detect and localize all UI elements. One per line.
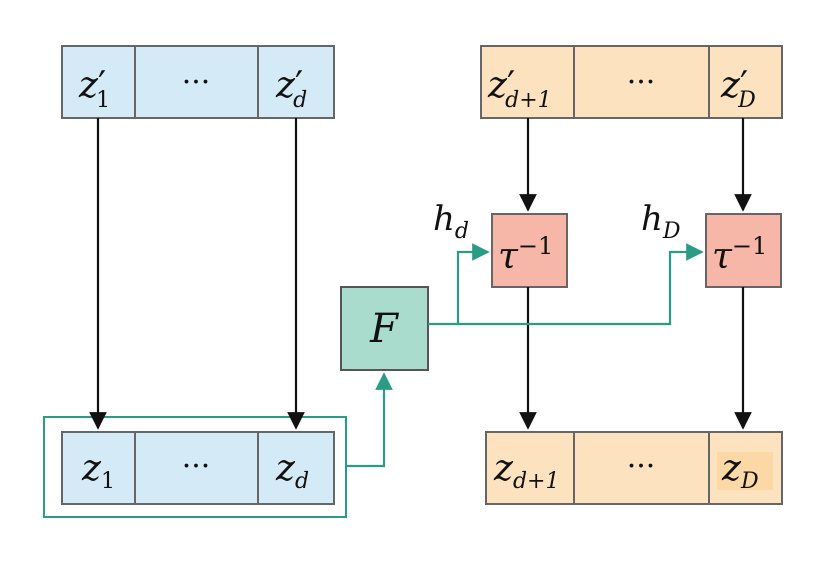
bottom-left-cell-dots — [134, 431, 259, 505]
tau-node-D: τ−1 hD — [641, 199, 782, 288]
tau-box-d — [491, 213, 568, 288]
bottom-left-cell-d — [257, 431, 335, 505]
f-box — [340, 286, 429, 371]
top-right-ellipsis: ··· — [627, 65, 656, 100]
top-left-cell-1 — [61, 45, 136, 119]
top-left-ellipsis: ··· — [182, 65, 211, 100]
bottom-right-label-d1: zd+1 — [493, 448, 559, 494]
top-left-vector: z′1 ··· z′d — [61, 45, 335, 119]
top-left-label-1: z′1 — [78, 65, 110, 113]
bottom-right-cell-dots — [573, 431, 710, 505]
bottom-right-vector: zd+1 ··· zD — [485, 431, 783, 505]
tau-node-d: τ−1 hd — [433, 199, 568, 288]
f-label: F — [369, 306, 399, 352]
bottom-left-cell-1 — [61, 431, 136, 505]
h-label-d: hd — [433, 199, 469, 244]
bottom-right-cell-d1 — [485, 431, 575, 505]
top-right-vector: z′d+1 ··· z′D — [480, 45, 783, 119]
bottom-left-vector: z1 ··· zd — [61, 431, 335, 505]
bottom-left-label-d: zd — [275, 448, 309, 494]
top-right-cell-dots — [573, 45, 710, 119]
arrow-F-to-tau-D — [458, 243, 704, 326]
arrow-F-to-tau-d — [428, 243, 490, 326]
tau-label-D: τ−1 — [712, 232, 767, 277]
h-label-D: hD — [641, 199, 681, 244]
tau-box-D — [705, 213, 782, 288]
top-right-cell-D — [708, 45, 783, 119]
arrow-zgroup-to-F — [346, 372, 393, 468]
tau-label-d: τ−1 — [498, 232, 553, 277]
f-node: F — [340, 286, 429, 371]
bottom-right-ellipsis: ··· — [627, 449, 656, 484]
bottom-right-label-highlight — [717, 452, 773, 490]
top-right-label-d1: z′d+1 — [487, 65, 552, 113]
top-left-cell-dots — [134, 45, 259, 119]
bottom-left-label-1: z1 — [81, 448, 115, 494]
top-right-label-D: z′D — [720, 65, 756, 113]
bottom-left-ellipsis: ··· — [182, 449, 211, 484]
bottom-right-label-D: zD — [721, 448, 759, 494]
top-left-label-d: z′d — [275, 65, 307, 113]
